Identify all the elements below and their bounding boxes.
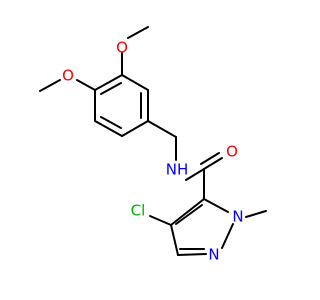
bond xyxy=(147,120,177,138)
methoxy-group-left xyxy=(39,79,96,92)
bond xyxy=(121,74,149,91)
bond xyxy=(175,204,203,225)
bond xyxy=(203,157,223,170)
atom-label-oxygen-left: O xyxy=(62,67,74,85)
atom-label-ring-nitrogen-1: N xyxy=(232,208,243,226)
benzyl-linker xyxy=(147,120,177,161)
bond xyxy=(203,198,229,213)
bond xyxy=(100,82,122,95)
bond xyxy=(149,215,172,226)
bond xyxy=(170,224,179,256)
bond xyxy=(221,223,234,249)
bond xyxy=(200,152,220,165)
chloro-substituent xyxy=(149,215,172,226)
atom-label-chlorine: Cl xyxy=(131,202,146,220)
bond xyxy=(170,198,205,226)
bond xyxy=(245,210,267,218)
n-methyl-group xyxy=(245,210,267,218)
bond xyxy=(185,168,205,181)
atom-label-carbonyl-oxygen: O xyxy=(226,143,238,161)
bond xyxy=(121,120,149,137)
atom-label-amide-nh: NH xyxy=(166,161,189,179)
bond xyxy=(94,74,123,91)
atom-label-ring-nitrogen-2: N xyxy=(208,246,219,264)
pyrazole-ring xyxy=(170,198,234,256)
bond xyxy=(76,79,96,91)
bond xyxy=(39,79,61,92)
bond xyxy=(127,26,149,39)
atom-label-oxygen-top: O xyxy=(116,39,128,57)
amide-group xyxy=(185,152,223,200)
bond xyxy=(177,253,207,256)
structure-diagram: O O NH O Cl N N xyxy=(39,26,267,264)
bond xyxy=(94,120,123,137)
methoxy-group-top xyxy=(121,26,149,76)
benzene-ring xyxy=(94,74,149,137)
molecule-canvas: O O NH O Cl N N xyxy=(39,26,267,264)
bond xyxy=(100,116,122,129)
